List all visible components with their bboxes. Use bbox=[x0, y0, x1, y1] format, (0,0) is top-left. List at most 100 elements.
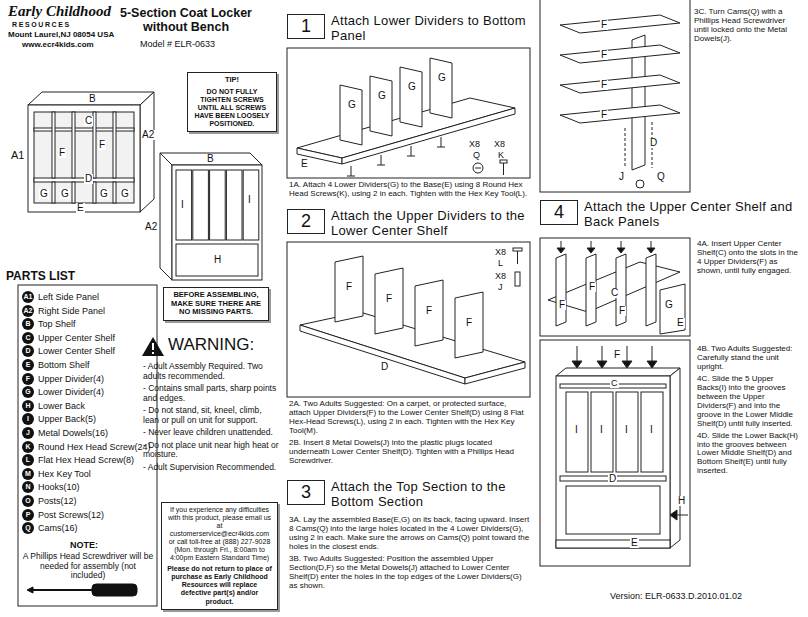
part-name: Lower Divider(4) bbox=[38, 386, 104, 398]
step1-figure bbox=[347, 176, 355, 177]
step2-figure bbox=[335, 256, 363, 322]
warning-triangle bbox=[152, 343, 154, 350]
callout-letter: H bbox=[677, 496, 686, 506]
step4b-figure bbox=[577, 346, 578, 362]
part-item: JMetal Dowels(16) bbox=[22, 427, 108, 439]
part-letter: K bbox=[22, 441, 34, 453]
step2-figure bbox=[515, 272, 520, 286]
step4a-figure bbox=[586, 254, 596, 326]
locker-front-figure bbox=[72, 182, 75, 203]
part-letter: F bbox=[22, 373, 34, 385]
step1-figure bbox=[297, 58, 515, 176]
callout-letter: F bbox=[613, 350, 621, 360]
text-label: Q bbox=[473, 151, 480, 160]
step3c-figure bbox=[625, 128, 626, 168]
part-letter: N bbox=[22, 481, 34, 493]
step1-figure bbox=[441, 137, 442, 147]
part-name: Upper Center Shelf bbox=[38, 332, 115, 344]
callout-letter: J bbox=[618, 172, 625, 182]
locker-front-figure bbox=[93, 112, 96, 178]
step4b-figure bbox=[591, 392, 613, 472]
step2-figure bbox=[455, 292, 483, 358]
step4b-figure bbox=[676, 515, 688, 516]
step4b-figure bbox=[556, 540, 670, 548]
step4b-figure bbox=[597, 361, 607, 368]
step1-figure bbox=[503, 163, 504, 175]
text-label: RESOURCES bbox=[12, 21, 71, 28]
step4a-figure bbox=[646, 254, 656, 326]
step1-figure bbox=[400, 67, 422, 127]
callout-letter: E bbox=[630, 538, 639, 548]
locker-back-figure bbox=[160, 153, 172, 280]
instruction-text: 3A. Lay the assembled Base(E,G) on its b… bbox=[289, 516, 530, 552]
part-letter: I bbox=[22, 413, 34, 425]
locker-front-figure bbox=[140, 92, 154, 212]
instruction-text: - Adult Assembly Required. Two adults re… bbox=[143, 362, 279, 381]
locker-back-figure bbox=[160, 153, 262, 280]
step-header: 3Attach the Top Section to the Bottom Se… bbox=[287, 480, 531, 510]
step4a-figure bbox=[557, 248, 565, 253]
part-name: Post Screws(12) bbox=[38, 509, 104, 521]
text-column: - Adult Assembly Required. Two adults re… bbox=[143, 362, 279, 475]
step4b-figure bbox=[572, 361, 582, 368]
callout-letter: E bbox=[300, 159, 309, 169]
callout-letter: D bbox=[649, 138, 658, 148]
step1-figure bbox=[475, 168, 481, 169]
locker-front-figure bbox=[93, 182, 96, 203]
callout-letter: D bbox=[608, 474, 617, 484]
locker-back-figure bbox=[210, 170, 226, 240]
text-label: X8 bbox=[494, 140, 505, 149]
part-name: Metal Dowels(16) bbox=[38, 427, 108, 439]
instruction-text: 4D. Slide the Lower Back(H) into the gro… bbox=[697, 432, 802, 477]
part-name: Top Shelf bbox=[38, 318, 76, 330]
step3c-figure bbox=[560, 45, 680, 63]
instruction-text: - Contains small parts, sharp points and… bbox=[143, 384, 279, 403]
text-label: www.ecr4kids.com bbox=[22, 41, 94, 49]
part-name: Round Hex Head Screw(24) bbox=[38, 441, 151, 453]
step1-figure bbox=[351, 166, 352, 176]
part-item: QCams(16) bbox=[22, 522, 78, 534]
instruction-text: - Do not place unit near high heat or mo… bbox=[143, 441, 279, 460]
callout-letter: I bbox=[599, 425, 604, 435]
callout-letter: G bbox=[39, 189, 49, 199]
step-header: 1Attach Lower Dividers to Bottom Panel bbox=[287, 14, 526, 44]
step4b-figure bbox=[641, 392, 663, 472]
text-label: K bbox=[498, 151, 504, 160]
text-label: PARTS LIST bbox=[6, 270, 75, 282]
callout-letter: F bbox=[600, 50, 608, 60]
part-letter: M bbox=[22, 468, 34, 480]
part-letter: E bbox=[22, 359, 34, 371]
callout-letter: G bbox=[347, 100, 357, 110]
callout-letter: F bbox=[385, 294, 393, 304]
text-label: NOTE: bbox=[70, 541, 98, 550]
instruction-text: 2A. Two Adults Suggested: On a carpet, o… bbox=[289, 400, 530, 436]
callout-letter: G bbox=[99, 189, 109, 199]
text-column: 2A. Two Adults Suggested: On a carpet, o… bbox=[289, 400, 530, 469]
step4a-figure bbox=[647, 248, 655, 253]
step4a-figure bbox=[587, 248, 595, 253]
text-label: 1A. Attach 4 Lower Dividers(G) to the Ba… bbox=[289, 181, 530, 199]
part-letter: D bbox=[22, 345, 34, 357]
step1-figure bbox=[437, 147, 445, 148]
callout-letter: F bbox=[600, 20, 608, 30]
step1-figure bbox=[411, 146, 412, 156]
box-text: Please do not return to place of purchas… bbox=[166, 565, 273, 605]
callout-letter: F bbox=[425, 306, 433, 316]
part-name: Cams(16) bbox=[38, 522, 78, 534]
callout-letter: H bbox=[213, 255, 222, 265]
text-label: A Phillips Head Screwdriver will be need… bbox=[22, 552, 154, 581]
callout-letter: I bbox=[624, 425, 629, 435]
screwdriver-icon bbox=[32, 589, 92, 591]
step1-figure bbox=[342, 108, 515, 164]
text-label: L bbox=[498, 259, 503, 268]
callout-letter: E bbox=[76, 203, 85, 213]
step1-figure bbox=[500, 160, 507, 163]
text-label: Model # ELR-0633 bbox=[140, 40, 215, 49]
step4b-figure bbox=[556, 368, 680, 376]
callout-letter: G bbox=[437, 73, 447, 83]
locker-back-figure bbox=[176, 170, 192, 240]
step4b-figure bbox=[652, 346, 653, 362]
step1-figure bbox=[377, 165, 385, 166]
callout-letter: D bbox=[84, 174, 93, 184]
step4b-figure bbox=[670, 510, 677, 520]
